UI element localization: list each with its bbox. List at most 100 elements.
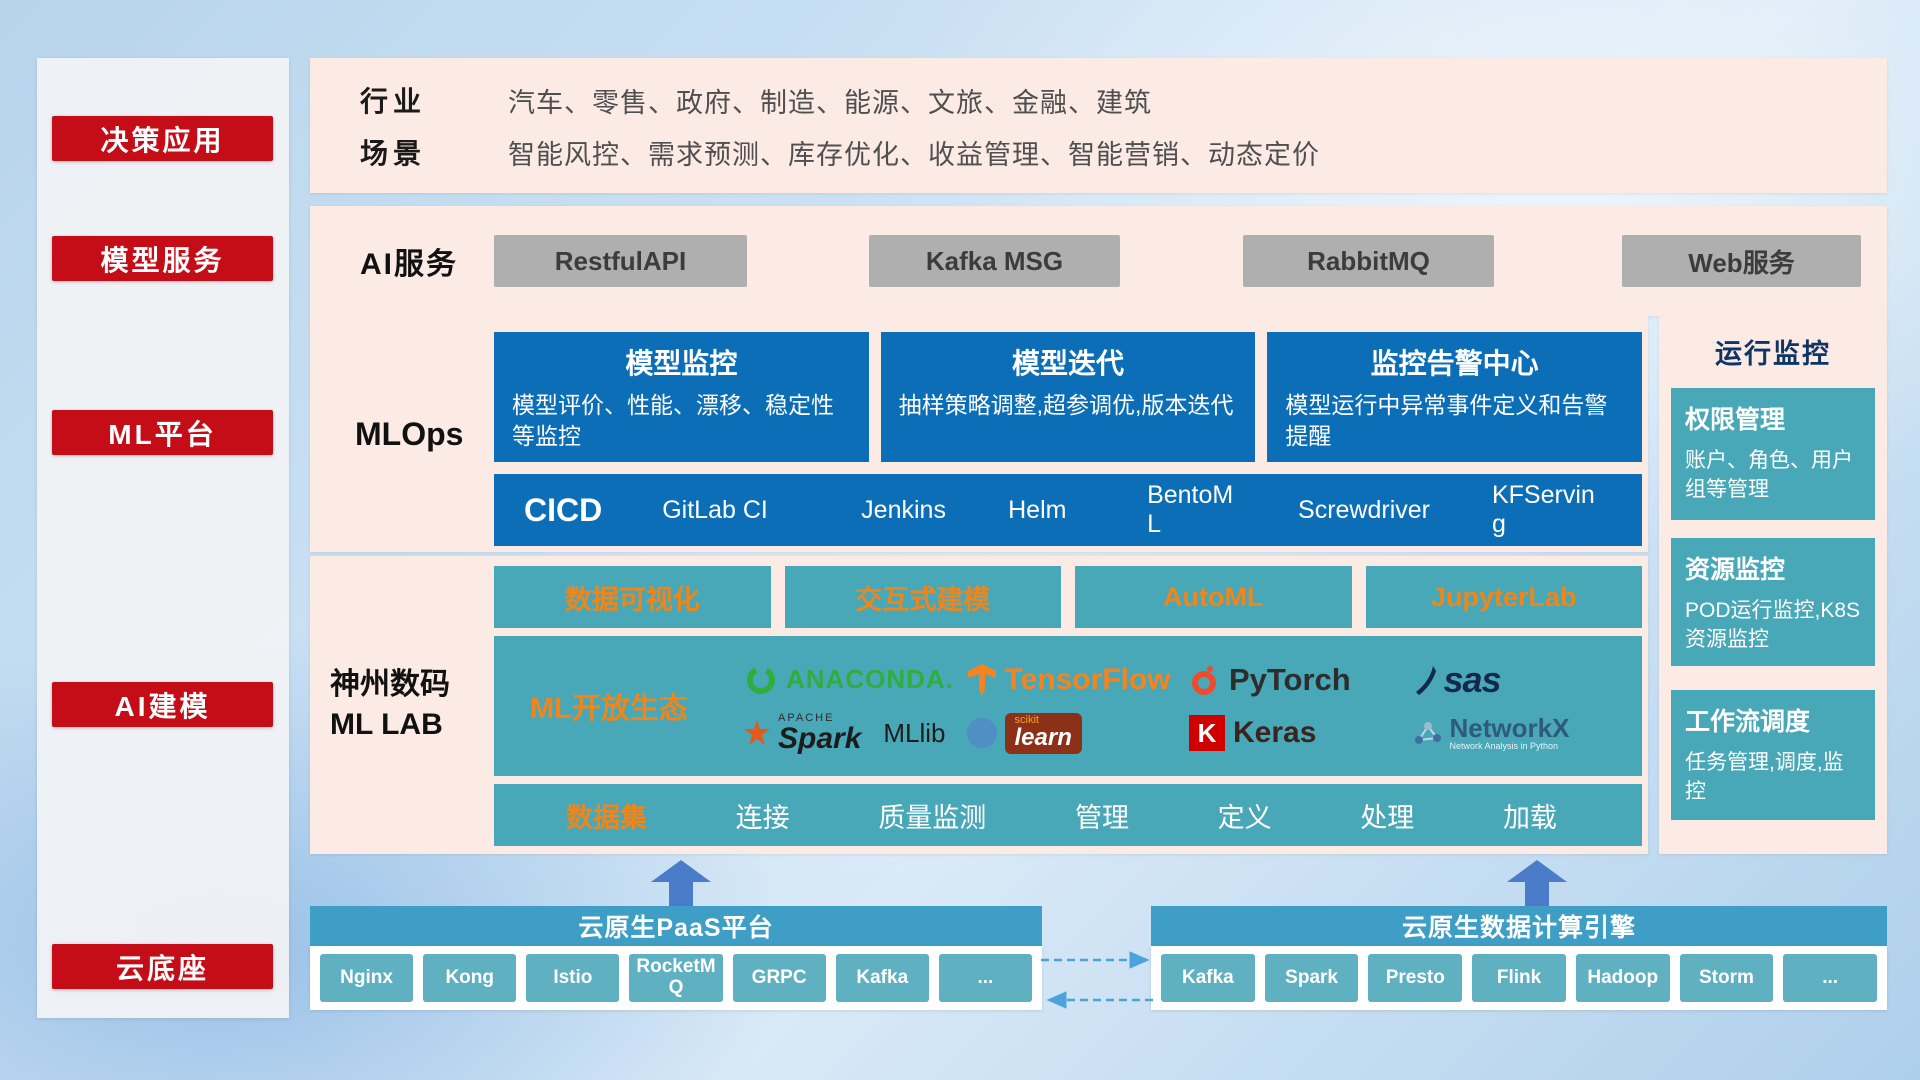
data-engine-title-bar: 云原生数据计算引擎 xyxy=(1151,906,1887,946)
chip-spark: Spark xyxy=(1264,954,1359,1002)
scenario-value: 智能风控、需求预测、库存优化、收益管理、智能营销、动态定价 xyxy=(508,139,1320,170)
spark-star-icon xyxy=(744,720,770,745)
pytorch-wordmark: PyTorch xyxy=(1229,661,1351,697)
networkx-icon xyxy=(1414,721,1441,744)
networkx-wordmark: NetworkX xyxy=(1449,712,1570,743)
model-iteration-card: 模型迭代 抽样策略调整,超参调优,版本迭代 xyxy=(880,332,1256,462)
scikit-learn-wordmark: learn xyxy=(1014,723,1072,751)
cicd-item-helm: Helm xyxy=(1008,495,1067,524)
anaconda-wordmark: ANACONDA. xyxy=(786,664,954,694)
spark-mllib-logo: APACHE Spark MLlib xyxy=(744,711,967,754)
ml-lab-label: 神州数码 ML LAB xyxy=(330,556,490,854)
ml-lab-tools: 数据可视化 交互式建模 AutoML JupyterLab xyxy=(494,566,1642,628)
sidebar-item-ml-platform: ML平台 xyxy=(52,410,273,455)
mlops-cards: 模型监控 模型评价、性能、漂移、稳定性等监控 模型迭代 抽样策略调整,超参调优,… xyxy=(494,332,1643,462)
chip-kafka-engine: Kafka xyxy=(1161,954,1255,1002)
paas-platform-title-bar: 云原生PaaS平台 xyxy=(310,906,1042,946)
chip-presto: Presto xyxy=(1368,954,1463,1002)
industry-label: 行业 xyxy=(360,86,427,117)
restful-api-button: RestfulAPI xyxy=(494,235,747,287)
paas-components-strip: Nginx Kong Istio RocketMQ GRPC Kafka ... xyxy=(310,946,1042,1010)
dataset-item-connect: 连接 xyxy=(735,802,790,833)
cicd-item-kfserving: KFServing xyxy=(1491,481,1595,538)
cicd-label: CICD xyxy=(524,491,603,528)
apache-label: APACHE xyxy=(778,711,835,724)
anaconda-logo: ANACONDA. xyxy=(744,663,967,697)
alert-center-title: 监控告警中心 xyxy=(1370,348,1539,379)
ecosystem-logos-row2: APACHE Spark MLlib scikit learn K Keras xyxy=(744,711,1635,754)
chip-rocketmq: RocketMQ xyxy=(629,954,723,1002)
sidebar-item-model-service: 模型服务 xyxy=(52,236,273,281)
dataset-item-define: 定义 xyxy=(1217,802,1272,833)
industry-scenario-panel: 行业 汽车、零售、政府、制造、能源、文旅、金融、建筑 场景 智能风控、需求预测、… xyxy=(310,58,1887,193)
scikit-circle-icon xyxy=(966,718,997,748)
data-engine-components-strip: Kafka Spark Presto Flink Hadoop Storm ..… xyxy=(1151,946,1887,1010)
mlops-panel: MLOps 模型监控 模型评价、性能、漂移、稳定性等监控 模型迭代 抽样策略调整… xyxy=(310,316,1648,552)
dataset-item-process: 处理 xyxy=(1360,802,1415,833)
model-monitoring-card: 模型监控 模型评价、性能、漂移、稳定性等监控 xyxy=(494,332,869,462)
chip-nginx: Nginx xyxy=(320,954,414,1002)
cicd-item-gitlab-ci: GitLab CI xyxy=(662,495,768,524)
cicd-item-screwdriver: Screwdriver xyxy=(1298,495,1431,524)
dataset-item-quality: 质量监测 xyxy=(878,802,987,833)
chip-kafka-paas: Kafka xyxy=(835,954,929,1002)
resource-monitoring-desc: POD运行监控,K8S资源监控 xyxy=(1685,599,1861,652)
networkx-wordmark-stack: NetworkX Network Analysis in Python xyxy=(1450,714,1570,752)
resource-monitoring-card: 资源监控 POD运行监控,K8S资源监控 xyxy=(1671,538,1875,666)
scenario-label: 场景 xyxy=(360,138,427,169)
chip-paas-more: ... xyxy=(938,954,1032,1002)
ml-ecosystem-label: ML开放生态 xyxy=(530,693,688,725)
cicd-item-bentoml: BentoML xyxy=(1147,481,1234,538)
cicd-item-jenkins: Jenkins xyxy=(861,495,946,524)
runtime-monitoring-panel: 运行监控 权限管理 账户、角色、用户组等管理 资源监控 POD运行监控,K8S资… xyxy=(1659,316,1887,854)
industry-value: 汽车、零售、政府、制造、能源、文旅、金融、建筑 xyxy=(508,87,1152,118)
model-iteration-desc: 抽样策略调整,超参调优,版本迭代 xyxy=(898,392,1234,418)
sidebar-item-decision-apps: 决策应用 xyxy=(52,116,273,161)
alert-center-desc: 模型运行中异常事件定义和告警提醒 xyxy=(1285,392,1608,450)
ecosystem-logos: ANACONDA. TensorFlow PyTorch sas xyxy=(744,636,1634,776)
chip-kong: Kong xyxy=(423,954,517,1002)
sidebar-item-cloud-base: 云底座 xyxy=(52,944,273,989)
pytorch-logo: PyTorch xyxy=(1189,662,1412,698)
industry-row: 行业 汽车、零售、政府、制造、能源、文旅、金融、建筑 xyxy=(360,76,1887,124)
spark-wordmark-stack: APACHE Spark xyxy=(778,711,861,754)
ml-lab-label-line1: 神州数码 xyxy=(330,667,450,701)
dataset-item-manage: 管理 xyxy=(1074,802,1129,833)
networkx-logo: NetworkX Network Analysis in Python xyxy=(1412,714,1635,752)
chip-flink: Flink xyxy=(1472,954,1566,1002)
model-monitoring-title: 模型监控 xyxy=(625,348,738,379)
sidebar-item-ai-modeling: AI建模 xyxy=(52,682,273,727)
tensorflow-icon xyxy=(967,663,996,696)
scikit-top-label: scikit xyxy=(1014,713,1039,726)
kafka-msg-button: Kafka MSG xyxy=(869,235,1120,287)
ai-service-label: AI服务 xyxy=(360,248,458,281)
tool-interactive-modeling: 交互式建模 xyxy=(784,566,1061,628)
workflow-scheduling-desc: 任务管理,调度,监控 xyxy=(1685,751,1844,804)
chip-engine-more: ... xyxy=(1783,954,1878,1002)
permission-management-card: 权限管理 账户、角色、用户组等管理 xyxy=(1671,388,1875,520)
sas-wordmark: sas xyxy=(1443,658,1502,700)
anaconda-icon xyxy=(747,665,775,694)
web-service-button: Web服务 xyxy=(1622,235,1861,287)
ai-service-panel: AI服务 RestfulAPI Kafka MSG RabbitMQ Web服务 xyxy=(310,206,1887,316)
up-arrow-engine xyxy=(1507,860,1567,906)
permission-management-title: 权限管理 xyxy=(1685,406,1786,434)
left-sidebar-panel xyxy=(37,58,289,1018)
scikit-learn-logo: scikit learn xyxy=(966,712,1190,754)
model-monitoring-desc: 模型评价、性能、漂移、稳定性等监控 xyxy=(512,392,834,450)
ml-ecosystem-box: ML开放生态 ANACONDA. TensorFlow PyTorch sas xyxy=(494,636,1642,776)
ml-lab-panel: 神州数码 ML LAB 数据可视化 交互式建模 AutoML JupyterLa… xyxy=(310,556,1648,854)
runtime-monitoring-title: 运行监控 xyxy=(1715,339,1831,369)
tool-data-visualization: 数据可视化 xyxy=(494,566,771,628)
chip-grpc: GRPC xyxy=(732,954,826,1002)
networkx-subtitle: Network Analysis in Python xyxy=(1449,741,1559,752)
tool-jupyterlab: JupyterLab xyxy=(1365,566,1642,628)
mlops-label: MLOps xyxy=(355,415,464,452)
ecosystem-logos-row1: ANACONDA. TensorFlow PyTorch sas xyxy=(744,659,1634,701)
chip-storm: Storm xyxy=(1679,954,1774,1002)
alert-center-card: 监控告警中心 模型运行中异常事件定义和告警提醒 xyxy=(1267,332,1643,462)
pytorch-icon xyxy=(1192,665,1216,695)
chip-istio: Istio xyxy=(526,954,620,1002)
chip-hadoop: Hadoop xyxy=(1575,954,1670,1002)
keras-logo: K Keras xyxy=(1189,715,1412,751)
